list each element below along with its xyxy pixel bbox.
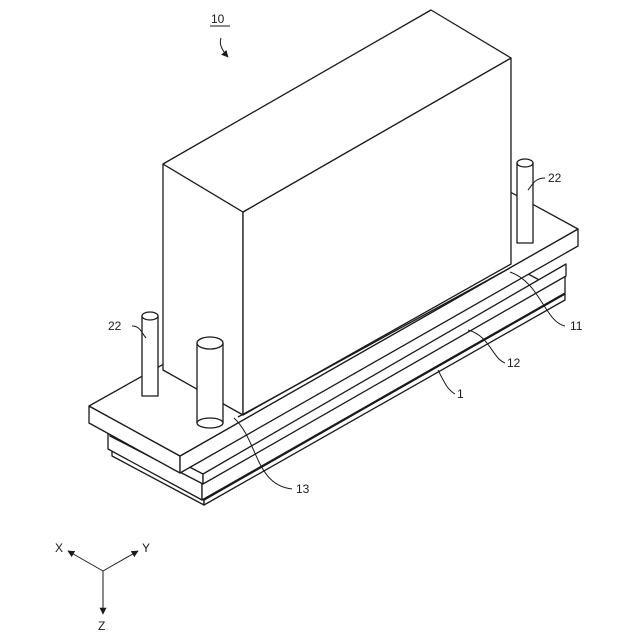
label-layer-12: 12 — [507, 356, 521, 370]
axis-label-z: Z — [98, 619, 105, 633]
axis-label-x: X — [55, 541, 63, 555]
pin-22-left — [142, 312, 158, 396]
label-layer-11: 11 — [570, 319, 583, 333]
label-base-1: 1 — [457, 387, 464, 401]
pin-13 — [197, 337, 223, 428]
coordinate-axes: X Y Z — [55, 541, 150, 633]
label-pin-13: 13 — [296, 482, 310, 496]
label-pin-22-left: 22 — [108, 319, 122, 333]
pin-22-right — [517, 159, 533, 243]
label-assembly-10: 10 — [211, 12, 225, 26]
label-pin-22-right: 22 — [548, 171, 562, 185]
axis-label-y: Y — [142, 541, 150, 555]
